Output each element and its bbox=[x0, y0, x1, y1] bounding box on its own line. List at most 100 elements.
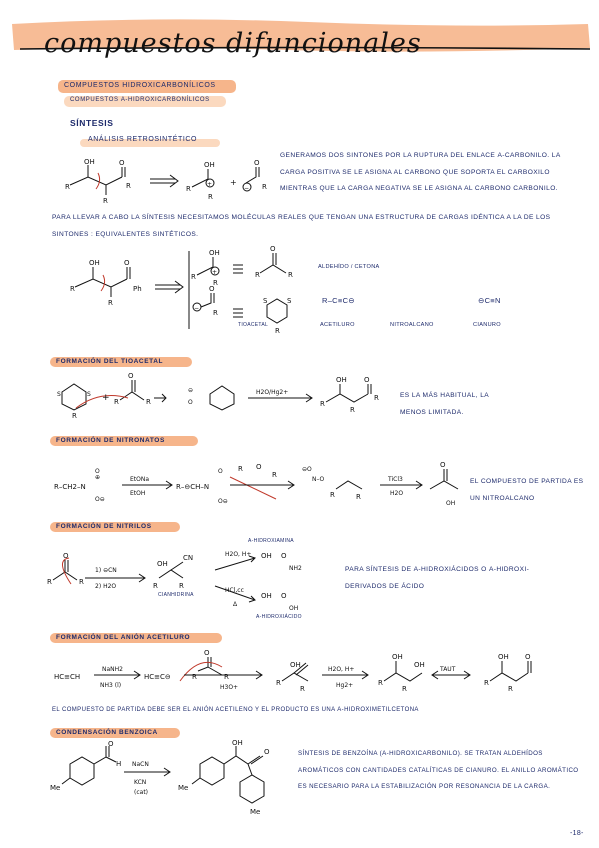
taut-label: TAUT bbox=[439, 666, 456, 673]
svg-text:+: + bbox=[230, 178, 237, 187]
svg-text:R: R bbox=[374, 394, 379, 402]
acetiluro-h3o: H3O+ bbox=[220, 684, 238, 691]
svg-text:N–O: N–O bbox=[312, 476, 324, 483]
svg-text:S: S bbox=[57, 391, 61, 398]
section-pill-acetiluro bbox=[50, 633, 222, 643]
svg-text:R: R bbox=[356, 493, 361, 501]
analisis-heading: ANÁLISIS RETROSINTÉTICO bbox=[88, 136, 198, 143]
cianuro-label: CIANURO bbox=[473, 322, 501, 328]
svg-text:R: R bbox=[126, 182, 131, 190]
svg-text:OH: OH bbox=[232, 739, 243, 747]
svg-text:R: R bbox=[108, 299, 113, 307]
svg-text:R: R bbox=[114, 398, 119, 406]
svg-text:R: R bbox=[276, 679, 281, 687]
phenyl-label: Ph bbox=[133, 285, 142, 293]
acetiluro-reagent-top: NaNH2 bbox=[102, 666, 123, 673]
svg-text:OH: OH bbox=[498, 653, 509, 661]
retro-paragraph: GENERAMOS DOS SINTONES POR LA RUPTURA DE… bbox=[280, 152, 561, 192]
aldehido-cetona-label: ALDEHÍDO / CETONA bbox=[318, 264, 380, 270]
sintesis-heading: SÍNTESIS bbox=[70, 118, 114, 128]
nitro-reagent-bottom: EtOH bbox=[130, 490, 145, 497]
svg-text:R: R bbox=[65, 183, 70, 191]
svg-text:−: − bbox=[194, 305, 199, 312]
svg-text:R: R bbox=[224, 673, 229, 681]
svg-text:O: O bbox=[440, 461, 446, 469]
svg-text:R: R bbox=[255, 271, 260, 279]
svg-text:S: S bbox=[87, 391, 91, 398]
svg-text:⊖O: ⊖O bbox=[302, 466, 312, 473]
svg-text:R: R bbox=[275, 327, 280, 335]
nitroalcano-label: NITROALCANO bbox=[390, 322, 434, 328]
svg-text:⊖: ⊖ bbox=[188, 387, 193, 394]
svg-text:O⊖: O⊖ bbox=[218, 498, 228, 505]
section-title-acetiluro: FORMACIÓN DEL ANIÓN ACETILURO bbox=[56, 634, 191, 641]
benzoica-reagent-mid: KCN bbox=[134, 779, 146, 786]
svg-text:O: O bbox=[204, 649, 210, 657]
nitrilos-note: PARA SÍNTESIS DE α-HIDROXIÁCIDOS O α-HID… bbox=[345, 566, 530, 590]
svg-text:R: R bbox=[272, 471, 277, 479]
benzoica-reagent-top: NaCN bbox=[132, 761, 149, 768]
nitrilos-reagent-2: 2) H2O bbox=[95, 583, 116, 590]
svg-text:R: R bbox=[300, 685, 305, 693]
benzoica-scheme: O H Me NaCN KCN (cat) OH O Me Me bbox=[50, 739, 270, 816]
svg-text:R: R bbox=[213, 279, 218, 287]
tioacetal-reagent: H2O/Hg2+ bbox=[256, 389, 288, 396]
svg-text:R: R bbox=[208, 193, 213, 201]
title-underline bbox=[19, 46, 591, 50]
ticl3-bottom: H2O bbox=[390, 490, 403, 497]
svg-text:R: R bbox=[213, 309, 218, 317]
tioacetal-note: ES LA MÁS HABITUAL, LA MENOS LIMITADA. bbox=[400, 392, 489, 416]
section-title-tioacetal: FORMACIÓN DEL TIOACETAL bbox=[56, 358, 164, 365]
svg-text:OH: OH bbox=[209, 249, 220, 257]
svg-text:O: O bbox=[364, 376, 370, 384]
svg-text:OH: OH bbox=[290, 661, 301, 669]
svg-text:OH: OH bbox=[89, 259, 100, 267]
svg-text:R: R bbox=[79, 578, 84, 586]
svg-text:+: + bbox=[207, 181, 212, 188]
me-label-2: Me bbox=[178, 784, 188, 792]
svg-text:R: R bbox=[192, 673, 197, 681]
svg-text:R: R bbox=[288, 271, 293, 279]
retro-disconnection-scheme: R OH R O R R OH + R + − O R bbox=[65, 158, 267, 205]
svg-text:O: O bbox=[209, 285, 215, 293]
alpha-hidroxiacido-label: α-HIDROXIÁCIDO bbox=[256, 614, 302, 620]
sub-topic-pill bbox=[64, 96, 226, 107]
cianhidrina-label: CIANHIDRINA bbox=[158, 592, 194, 598]
section-pill-nitronatos bbox=[50, 436, 198, 446]
benzoica-note: SÍNTESIS DE BENZOÍNA (α-HIDROXICARBONILO… bbox=[298, 750, 579, 790]
svg-text:O: O bbox=[254, 159, 260, 167]
nitrilos-lower-reagent: HCl,cc bbox=[225, 587, 244, 594]
svg-text:O: O bbox=[270, 245, 276, 253]
alpha-hidroxiamina-label: α-HIDROXIAMINA bbox=[248, 538, 294, 544]
section-pill-benzoica bbox=[50, 728, 180, 738]
nitro-reagent-top: EtONa bbox=[130, 476, 149, 483]
svg-text:R: R bbox=[146, 398, 151, 406]
svg-text:R: R bbox=[191, 273, 196, 281]
title-highlight bbox=[12, 19, 590, 52]
nitronatos-note: EL COMPUESTO DE PARTIDA ES UN NITROALCAN… bbox=[470, 478, 584, 502]
retro-paragraph-2: PARA LLEVAR A CABO LA SÍNTESIS NECESITAM… bbox=[52, 214, 551, 238]
svg-text:R: R bbox=[179, 582, 184, 590]
main-topic-pill bbox=[58, 80, 236, 93]
synthetic-equivalents-scheme: R OH R O Ph R OH + R R O R − O R S S R bbox=[70, 245, 293, 335]
svg-text:O: O bbox=[281, 592, 287, 600]
nitro-substrate: R–CH2–N bbox=[54, 483, 86, 491]
svg-text:R: R bbox=[350, 406, 355, 414]
svg-text:OH: OH bbox=[157, 560, 168, 568]
acetylide-anion: HC≡C⊖ bbox=[144, 673, 171, 681]
hydration-reagent-top: H2O, H+ bbox=[328, 666, 354, 673]
svg-text:R: R bbox=[103, 197, 108, 205]
alkyne-anion: R–C≡C⊖ bbox=[322, 296, 355, 305]
acetiluro-note: EL COMPUESTO DE PARTIDA DEBE SER EL ANIÓ… bbox=[52, 707, 419, 713]
svg-text:O: O bbox=[124, 259, 130, 267]
section-pill-nitrilos bbox=[50, 522, 180, 532]
svg-text:+: + bbox=[212, 269, 217, 276]
acetylene-start: HC≡CH bbox=[54, 673, 80, 681]
svg-text:R: R bbox=[262, 183, 267, 191]
svg-text:OH: OH bbox=[336, 376, 347, 384]
acetiluro-reagent-bottom: NH3 (l) bbox=[100, 682, 121, 689]
svg-text:R: R bbox=[47, 578, 52, 586]
svg-text:R: R bbox=[402, 685, 407, 693]
nitrilos-delta: Δ bbox=[233, 601, 238, 608]
svg-text:OH: OH bbox=[446, 500, 455, 507]
